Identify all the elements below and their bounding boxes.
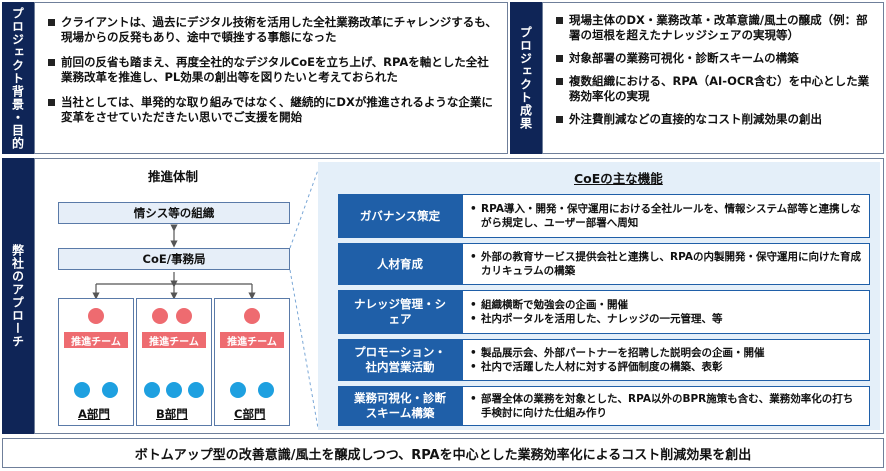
team-pill: 推進チーム: [220, 332, 284, 348]
function-label-governance: ガバナンス策定: [338, 194, 462, 238]
department-label: A部門: [78, 407, 110, 421]
results-item: 現場主体のDX・業務改革・改革意識/風土の醸成（例：部署の垣根を超えたナレッジシ…: [555, 13, 877, 43]
results-item: 対象部署の業務可視化・診断スキームの構築: [555, 51, 877, 66]
staff-icon: [144, 382, 160, 398]
function-item: 組織横断で勉強会の企画・開催: [469, 298, 863, 312]
background-list: クライアントは、過去にデジタル技術を活用した全社業務改革にチャレンジするも、現場…: [47, 15, 499, 125]
function-label-training: 人材育成: [338, 243, 462, 285]
results-list: 現場主体のDX・業務改革・改革意識/風土の醸成（例：部署の垣根を超えたナレッジシ…: [555, 13, 877, 127]
department-b: [136, 298, 212, 426]
function-label-promotion: プロモーション・社内営業活動: [338, 339, 462, 381]
background-item: 前回の反省も踏まえ、再度全社的なデジタルCoEを立ち上げ、RPAを軸とした全社業…: [47, 55, 499, 85]
results-item: 外注費削減などの直接的なコスト削減効果の創出: [555, 112, 877, 127]
team-pill: 推進チーム: [64, 332, 128, 348]
function-desc-knowledge: 組織横断で勉強会の企画・開催 社内ポータルを活用した、ナレッジの一元管理、等: [462, 290, 870, 334]
team-member-icon: [152, 308, 168, 324]
function-desc-visualization: 部署全体の業務を対象とした、RPA以外のBPR施策も含む、業務効率化の打ち手検討…: [462, 386, 870, 426]
team-pill: 推進チーム: [142, 332, 206, 348]
coe-box: CoE/事務局: [58, 248, 290, 270]
functions-title: CoEの主な機能: [574, 171, 663, 186]
staff-icon: [230, 382, 246, 398]
structure-title: 推進体制: [148, 169, 199, 184]
function-desc-promotion: 製品展示会、外部パートナーを招聘した説明会の企画・開催 社内で活躍した人材に対す…: [462, 339, 870, 381]
function-item: 部署全体の業務を対象とした、RPA以外のBPR施策も含む、業務効率化の打ち手検討…: [469, 392, 863, 420]
results-panel: 現場主体のDX・業務改革・改革意識/風土の醸成（例：部署の垣根を超えたナレッジシ…: [542, 2, 884, 154]
staff-icon: [258, 382, 274, 398]
function-label-knowledge: ナレッジ管理・シェア: [338, 290, 462, 334]
team-member-icon: [176, 308, 192, 324]
department-label: B部門: [156, 407, 188, 421]
function-label-visualization: 業務可視化・診断スキーム構築: [338, 386, 462, 426]
approach-panel: [34, 158, 884, 434]
results-item: 複数組織における、RPA（AI-OCR含む）を中心とした業務効率化の実現: [555, 74, 877, 104]
function-item: 外部の教育サービス提供会社と連携し、RPAの内製開発・保守運用に向けた育成カリキ…: [469, 250, 863, 278]
background-item: クライアントは、過去にデジタル技術を活用した全社業務改革にチャレンジするも、現場…: [47, 15, 499, 45]
staff-icon: [166, 382, 182, 398]
background-panel: クライアントは、過去にデジタル技術を活用した全社業務改革にチャレンジするも、現場…: [34, 2, 508, 154]
approach-label: 弊社のアプローチ: [2, 158, 34, 434]
function-item: 社内で活躍した人材に対する評価制度の構築、表彰: [469, 360, 863, 374]
it-org-box: 情シス等の組織: [58, 202, 290, 224]
staff-icon: [102, 382, 118, 398]
function-item: RPA導入・開発・保守運用における全社ルールを、情報システム部等と連携しながら規…: [469, 202, 863, 230]
function-item: 社内ポータルを活用した、ナレッジの一元管理、等: [469, 312, 863, 326]
footer-summary: ボトムアップ型の改善意識/風土を醸成しつつ、RPAを中心とした業務効率化によるコ…: [2, 438, 884, 468]
team-member-icon: [88, 308, 104, 324]
staff-icon: [188, 382, 204, 398]
background-item: 当社としては、単発的な取り組みではなく、継続的にDXが推進されるような企業に変革…: [47, 95, 499, 125]
department-c: [214, 298, 290, 426]
staff-icon: [74, 382, 90, 398]
function-item: 製品展示会、外部パートナーを招聘した説明会の企画・開催: [469, 346, 863, 360]
background-label: プロジェクト背景・目的: [2, 2, 34, 154]
department-label: C部門: [234, 407, 266, 421]
results-label: プロジェクト成果: [510, 2, 542, 154]
team-member-icon: [244, 308, 260, 324]
function-desc-training: 外部の教育サービス提供会社と連携し、RPAの内製開発・保守運用に向けた育成カリキ…: [462, 243, 870, 285]
function-desc-governance: RPA導入・開発・保守運用における全社ルールを、情報システム部等と連携しながら規…: [462, 194, 870, 238]
